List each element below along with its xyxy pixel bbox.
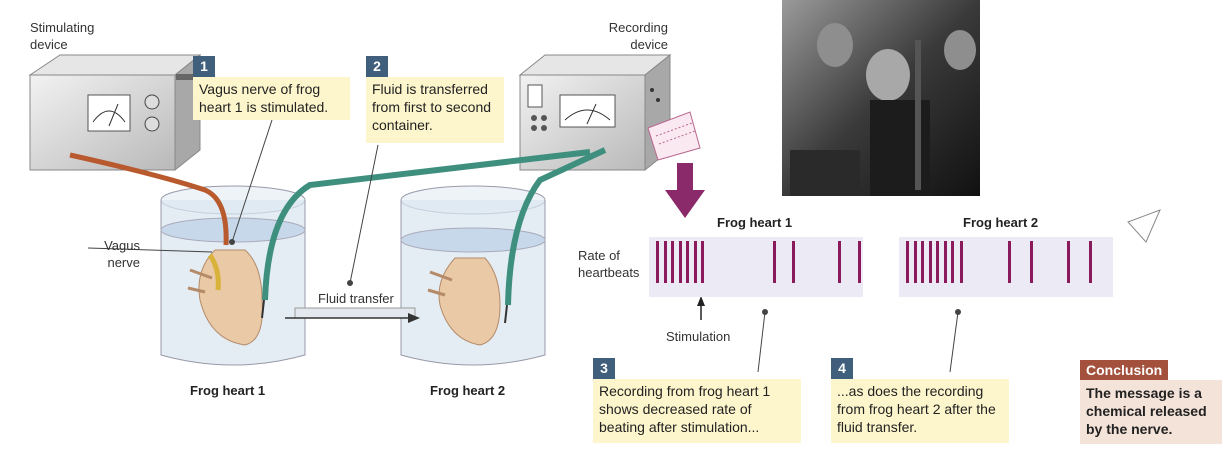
recording-device bbox=[518, 53, 701, 172]
heart-2-beat-8 bbox=[960, 241, 963, 283]
beaker-2 bbox=[400, 185, 546, 366]
heart-2-recording-trace bbox=[899, 237, 1113, 297]
heart-1-recording-trace bbox=[649, 237, 863, 297]
heart-2-beat-12 bbox=[1089, 241, 1092, 283]
beaker-1-label: Frog heart 1 bbox=[190, 383, 266, 398]
fluid-transfer-label: Fluid transfer bbox=[318, 291, 394, 306]
heart-1-beat-11 bbox=[858, 241, 861, 283]
heart-1-beat-8 bbox=[773, 241, 776, 283]
heart-1-beat-7 bbox=[701, 241, 704, 283]
heart-2-beat-3 bbox=[921, 241, 924, 283]
step-4-text: ...as does the recording from frog heart… bbox=[831, 379, 1009, 443]
heart-1-beat-1 bbox=[656, 241, 659, 283]
heart-2-beat-11 bbox=[1067, 241, 1070, 283]
step-1-badge: 1 bbox=[193, 56, 215, 77]
conclusion-text: The message is a chemical released by th… bbox=[1080, 380, 1222, 444]
step-2-text: Fluid is transferred from first to secon… bbox=[366, 77, 504, 143]
recording-device-label: Recording device bbox=[608, 20, 668, 52]
heart-1-beat-9 bbox=[792, 241, 795, 283]
beaker-2-label: Frog heart 2 bbox=[430, 383, 506, 398]
heart-1-beat-5 bbox=[686, 241, 689, 283]
heart-2-beat-10 bbox=[1030, 241, 1033, 283]
recording-2-title: Frog heart 2 bbox=[963, 215, 1039, 230]
heart-2-beat-5 bbox=[936, 241, 939, 283]
heart-1-beat-4 bbox=[679, 241, 682, 283]
historical-photograph bbox=[782, 0, 980, 196]
heart-2-beat-1 bbox=[906, 241, 909, 283]
step-1-text: Vagus nerve of frog heart 1 is stimulate… bbox=[193, 77, 350, 120]
step-3-text: Recording from frog heart 1 shows decrea… bbox=[593, 379, 801, 443]
step-4-badge: 4 bbox=[831, 358, 853, 379]
heart-2-beat-6 bbox=[944, 241, 947, 283]
stimulating-device-label: Stimulating device bbox=[30, 20, 95, 52]
heart-1-beat-3 bbox=[671, 241, 674, 283]
heart-1-beat-6 bbox=[694, 241, 697, 283]
stimulating-device bbox=[28, 53, 202, 172]
heart-2-beat-4 bbox=[929, 241, 932, 283]
heart-2-beat-7 bbox=[951, 241, 954, 283]
stimulation-label: Stimulation bbox=[666, 329, 731, 344]
vagus-nerve-label: Vagus nerve bbox=[104, 238, 140, 270]
recording-1-title: Frog heart 1 bbox=[717, 215, 793, 230]
beaker-1 bbox=[160, 185, 306, 366]
rate-of-heartbeats-label: Rate of heartbeats bbox=[578, 248, 640, 280]
heart-2-beat-2 bbox=[914, 241, 917, 283]
conclusion-header: Conclusion bbox=[1080, 360, 1169, 380]
step-2-badge: 2 bbox=[366, 56, 388, 77]
heart-1-beat-2 bbox=[664, 241, 667, 283]
step-3-badge: 3 bbox=[593, 358, 615, 379]
heart-2-beat-9 bbox=[1008, 241, 1011, 283]
heart-1-beat-10 bbox=[838, 241, 841, 283]
